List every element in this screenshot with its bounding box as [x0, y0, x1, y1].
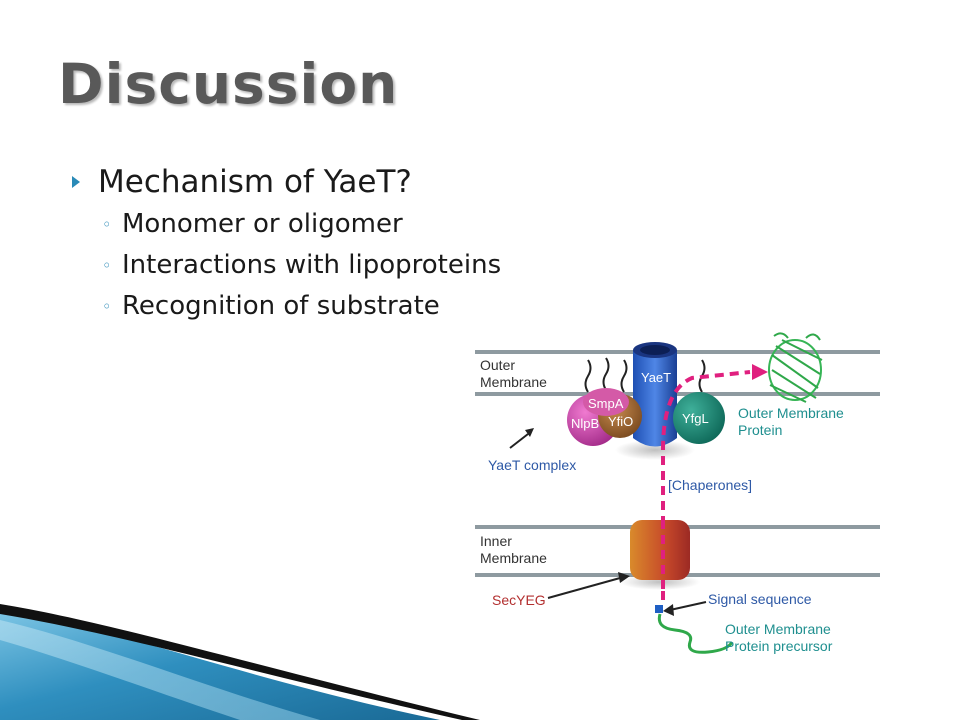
yaet-complex-label: YaeT complex: [488, 457, 576, 473]
sub-bullet: ◦ Monomer or oligomer: [72, 204, 501, 245]
bullet-text: Mechanism of YaeT?: [98, 164, 412, 200]
circle-bullet-icon: ◦: [102, 215, 112, 234]
signal-sequence-marker: [655, 605, 663, 613]
bam-complex-diagram: Outer Membrane Inner Membrane YaeT SmpA …: [470, 330, 885, 664]
secyeg-translocon: [620, 520, 700, 590]
precursor-chain: [657, 613, 734, 654]
inner-membrane-label: Inner: [480, 533, 512, 549]
bullet-list: Mechanism of YaeT? ◦ Monomer or oligomer…: [72, 160, 501, 327]
omp-label: Outer Membrane: [738, 405, 844, 421]
omp-label: Protein: [738, 422, 782, 438]
secyeg-label: SecYEG: [492, 592, 546, 608]
chaperones-label: [Chaperones]: [668, 477, 752, 493]
inner-membrane-label: Membrane: [480, 550, 547, 566]
triangle-bullet-icon: [72, 176, 80, 188]
lipid-anchors: [584, 357, 706, 393]
signal-sequence-label: Signal sequence: [708, 591, 812, 607]
yaet-barrel: [615, 342, 695, 460]
bullet-mechanism: Mechanism of YaeT?: [72, 160, 501, 204]
smpa-blob: [583, 388, 629, 416]
sub-bullet-text: Interactions with lipoproteins: [122, 250, 502, 280]
protein-path: [661, 364, 768, 600]
yfio-label: YfiO: [608, 414, 633, 429]
circle-bullet-icon: ◦: [102, 297, 112, 316]
precursor-label: Protein precursor: [725, 638, 833, 654]
outer-membrane-protein-icon: [768, 332, 823, 403]
sub-bullet-text: Monomer or oligomer: [122, 209, 403, 239]
circle-bullet-icon: ◦: [102, 256, 112, 275]
outer-membrane-label: Outer: [480, 357, 515, 373]
decorative-swoosh: [0, 604, 480, 720]
sub-bullet: ◦ Interactions with lipoproteins: [72, 245, 501, 286]
smpa-label: SmpA: [588, 396, 624, 411]
yfgl-blob: [673, 392, 725, 444]
sub-bullet-text: Recognition of substrate: [122, 291, 440, 321]
outer-membrane: [475, 350, 880, 396]
outer-membrane-label: Membrane: [480, 374, 547, 390]
precursor-label: Outer Membrane: [725, 621, 831, 637]
slide-title: Discussion: [58, 52, 399, 116]
nlpb-label: NlpB: [571, 416, 599, 431]
sub-bullet: ◦ Recognition of substrate: [72, 286, 501, 327]
yfgl-label: YfgL: [682, 411, 709, 426]
yaet-label: YaeT: [641, 370, 671, 385]
